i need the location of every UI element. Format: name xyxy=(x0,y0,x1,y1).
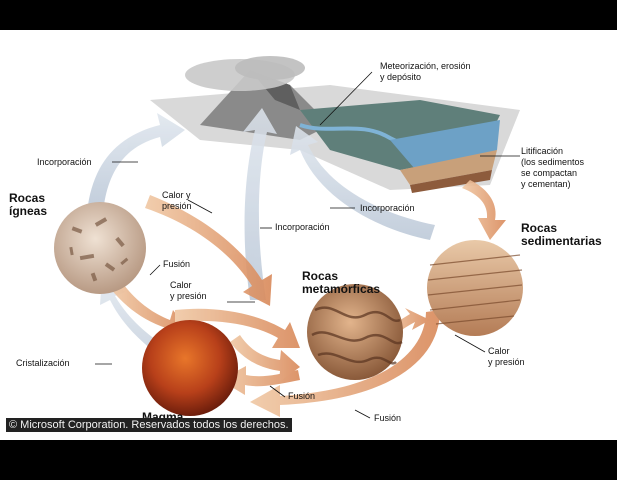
process-arrows xyxy=(110,180,506,417)
landscape-block xyxy=(150,56,520,193)
heat-pressure-top-label: Calor y presión xyxy=(162,190,192,211)
sedimentary-texture xyxy=(427,254,523,325)
crystallization-label: Cristalización xyxy=(16,358,70,368)
igneous-rock xyxy=(54,202,146,294)
leader-lines xyxy=(95,71,520,419)
melting-sedimentary-label: Fusión xyxy=(374,413,402,423)
heat-pressure-right-label: Calor y presión xyxy=(488,346,525,367)
sedimentary-rocks-label: Rocas sedimentarias xyxy=(521,221,602,248)
incorporation-center-label: Incorporación xyxy=(275,222,330,232)
igneous-texture xyxy=(69,217,129,282)
sedimentary-rock xyxy=(427,240,523,336)
melting-metamorphic-label: Fusión xyxy=(288,391,316,401)
incorporation-left-label: Incorporación xyxy=(37,157,92,167)
heat-pressure-mid-label: Calor y presión xyxy=(170,280,207,301)
copyright-notice: © Microsoft Corporation. Reservados todo… xyxy=(6,418,292,432)
bottom-letterbox xyxy=(0,440,617,480)
rock-cycle-diagram: Rocas ígneas Rocas sedimentarias Rocas m… xyxy=(0,30,617,440)
top-letterbox xyxy=(0,0,617,30)
igneous-rocks-label: Rocas ígneas xyxy=(9,191,48,218)
metamorphic-rocks-label: Rocas metamórficas xyxy=(302,269,381,296)
lithification-label: Litificación (los sedimentos se compacta… xyxy=(521,146,585,189)
weathering-label: Meteorización, erosión y depósito xyxy=(380,61,471,82)
diagram-artwork xyxy=(54,56,523,419)
metamorphic-texture xyxy=(311,306,403,365)
melting-igneous-label: Fusión xyxy=(163,259,191,269)
incorporation-right-label: Incorporación xyxy=(360,203,415,213)
magma-sphere xyxy=(142,320,238,416)
